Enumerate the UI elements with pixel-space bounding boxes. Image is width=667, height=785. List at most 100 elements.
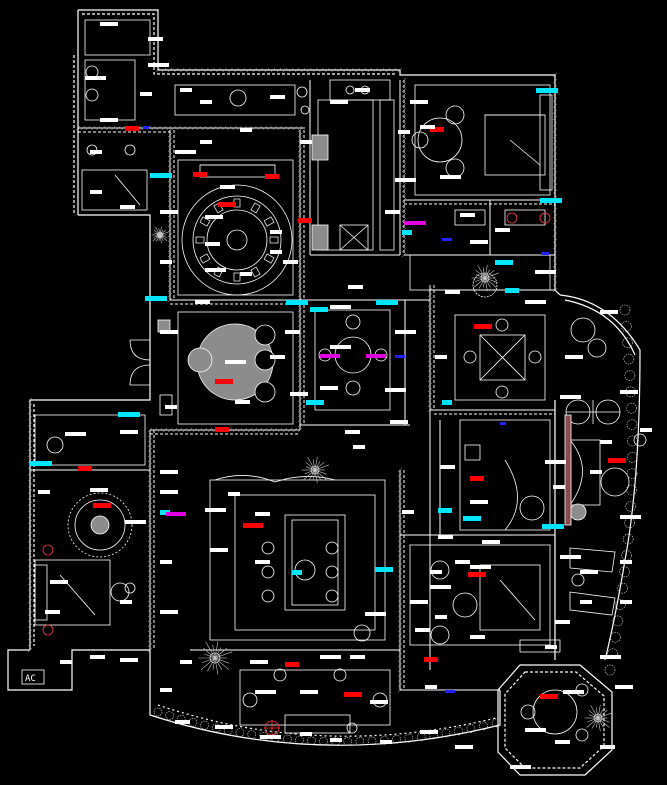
annotation-tag-white: [90, 488, 108, 492]
master-bedroom-top: [411, 84, 553, 196]
annotation-tag-white: [205, 215, 223, 219]
hatch-mark: [427, 302, 433, 308]
annotation-tag-white: [525, 300, 546, 304]
dining-chair: [195, 236, 205, 244]
hatch-mark: [397, 617, 403, 623]
shrub-icon: [247, 730, 257, 739]
annotation-tag-white: [175, 150, 196, 154]
hatch-mark: [151, 125, 156, 131]
annotation-tag-white: [430, 570, 442, 574]
hatch-mark: [427, 287, 433, 293]
hatch-mark: [167, 222, 173, 228]
hatch-mark: [147, 482, 153, 488]
hatch-mark: [202, 427, 208, 433]
hatch-mark: [216, 67, 221, 73]
hatch-mark: [147, 587, 153, 593]
dressing-rooms: [409, 209, 551, 298]
hatch-mark: [397, 502, 403, 508]
hatch-mark: [297, 287, 303, 293]
hatch-mark: [157, 427, 163, 433]
annotation-tag-white: [482, 540, 500, 544]
annotation-tag-white: [385, 210, 400, 214]
annotation-tag-white: [350, 655, 365, 659]
annotation-tag-cyan: [438, 508, 452, 513]
hatch-mark: [552, 263, 558, 268]
hatch-mark: [552, 152, 558, 158]
annotation-tag-white: [180, 660, 192, 664]
hatch-mark: [240, 67, 245, 73]
hatch-mark: [401, 157, 407, 163]
hatch-mark: [222, 125, 227, 131]
hatch-mark: [162, 427, 168, 433]
hatch-mark: [116, 125, 121, 131]
hatch-mark: [186, 67, 191, 73]
annotation-tag-white: [50, 580, 68, 584]
hatch-mark: [297, 197, 303, 203]
hatch-mark: [367, 67, 372, 73]
hatch-mark: [147, 627, 153, 633]
shrub-icon: [454, 726, 463, 736]
hatch-mark: [552, 103, 558, 108]
annotation-tag-white: [402, 510, 414, 514]
annotation-tag-cyan: [505, 288, 519, 293]
hatch-mark: [319, 67, 324, 73]
hatch-mark: [552, 109, 558, 115]
annotation-tag-white: [580, 570, 598, 574]
annotation-tag-red: [608, 458, 626, 463]
hatch-mark: [147, 532, 153, 538]
annotation-tag-white: [235, 400, 250, 404]
bathroom-mid-right: [459, 419, 601, 531]
hatch-mark: [343, 67, 348, 73]
annotation-tag-red: [470, 476, 484, 481]
hatch-mark: [427, 377, 433, 383]
annotation-tag-red: [540, 694, 558, 699]
hatch-mark: [552, 134, 558, 139]
annotation-tag-white: [270, 355, 285, 359]
hatch-mark: [197, 427, 203, 433]
hatch-mark: [191, 125, 197, 131]
hatch-mark: [401, 247, 407, 253]
annotation-tag-magenta: [366, 354, 386, 358]
hatch-mark: [297, 267, 303, 273]
hatch-mark: [397, 557, 403, 563]
annotation-tag-white: [345, 430, 360, 434]
shrub-icon: [466, 724, 476, 733]
hatch-mark: [152, 427, 158, 433]
hatch-mark: [187, 427, 193, 433]
annotation-tags: [30, 22, 652, 769]
hatch-mark: [297, 352, 303, 358]
hatch-mark: [167, 167, 173, 173]
annotation-tag-white: [640, 428, 652, 432]
hatch-mark: [282, 67, 288, 73]
hatch-mark: [172, 427, 178, 433]
hatch-mark: [272, 125, 277, 131]
annotation-tag-white: [60, 660, 72, 664]
hatch-mark: [147, 592, 153, 598]
hatch-mark: [397, 477, 403, 483]
hatch-mark: [27, 483, 33, 488]
annotation-tag-cyan: [150, 173, 172, 178]
hatch-mark: [397, 572, 403, 578]
hatch-mark: [401, 207, 407, 213]
hatch-mark: [27, 544, 33, 549]
hatch-mark: [552, 97, 558, 102]
shrub-icon: [153, 707, 163, 717]
hatch-mark: [397, 492, 403, 498]
hatch-mark: [397, 622, 403, 628]
shrub-icon: [188, 717, 198, 727]
hatch-mark: [27, 647, 33, 653]
hatch-mark: [297, 362, 303, 368]
annotation-tag-magenta: [166, 512, 186, 516]
hatch-mark: [552, 275, 558, 280]
annotation-tag-white: [283, 260, 298, 264]
hatch-mark: [397, 577, 403, 583]
annotation-tag-white: [225, 360, 246, 364]
annotation-tag-white: [470, 565, 491, 569]
dining-chair: [263, 216, 275, 227]
hatch-mark: [401, 167, 407, 173]
hatch-mark: [147, 577, 153, 583]
hatch-mark: [401, 252, 407, 258]
annotation-tag-white: [160, 470, 178, 474]
hatch-mark: [252, 67, 257, 73]
hatch-mark: [147, 487, 153, 493]
